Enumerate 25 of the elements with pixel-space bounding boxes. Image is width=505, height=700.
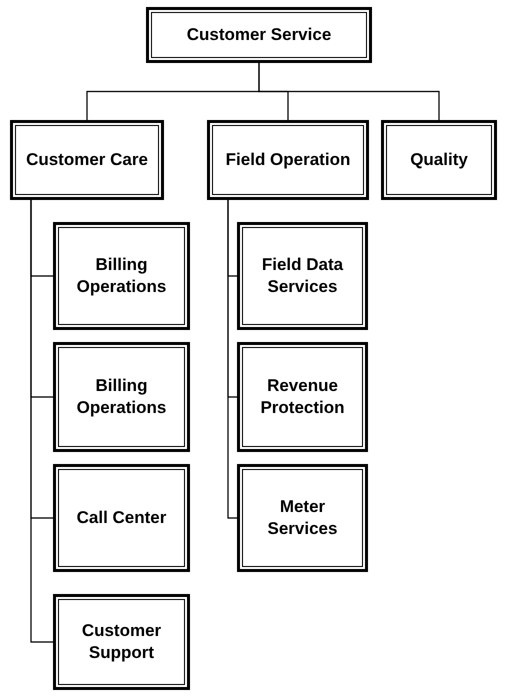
- org-box: [53, 594, 190, 690]
- node-label: Customer Care: [26, 148, 148, 171]
- org-box: [53, 464, 190, 572]
- org-box: [237, 464, 368, 572]
- org-box: [53, 342, 190, 452]
- node-label: Revenue Protection: [259, 374, 346, 419]
- connector-line: [258, 63, 440, 120]
- org-box: [146, 7, 372, 63]
- connector-line: [227, 200, 237, 519]
- node-label: Billing Operations: [76, 254, 168, 298]
- node-label: Billing Operations: [76, 374, 168, 419]
- org-box: [381, 120, 497, 200]
- connector-line: [30, 200, 53, 643]
- org-box: [53, 222, 190, 330]
- node-label: Field Data Services: [260, 254, 344, 298]
- node-label: Customer Support: [80, 620, 162, 664]
- org-box: [237, 222, 368, 330]
- node-label: Customer Service: [186, 24, 332, 46]
- org-box: [207, 120, 369, 200]
- node-label: Field Operation: [226, 148, 350, 171]
- org-box: [10, 120, 164, 200]
- node-label: Meter Services: [266, 496, 338, 540]
- node-label: Call Center: [76, 506, 166, 529]
- node-label: Quality: [410, 148, 468, 171]
- org-box: [237, 342, 368, 452]
